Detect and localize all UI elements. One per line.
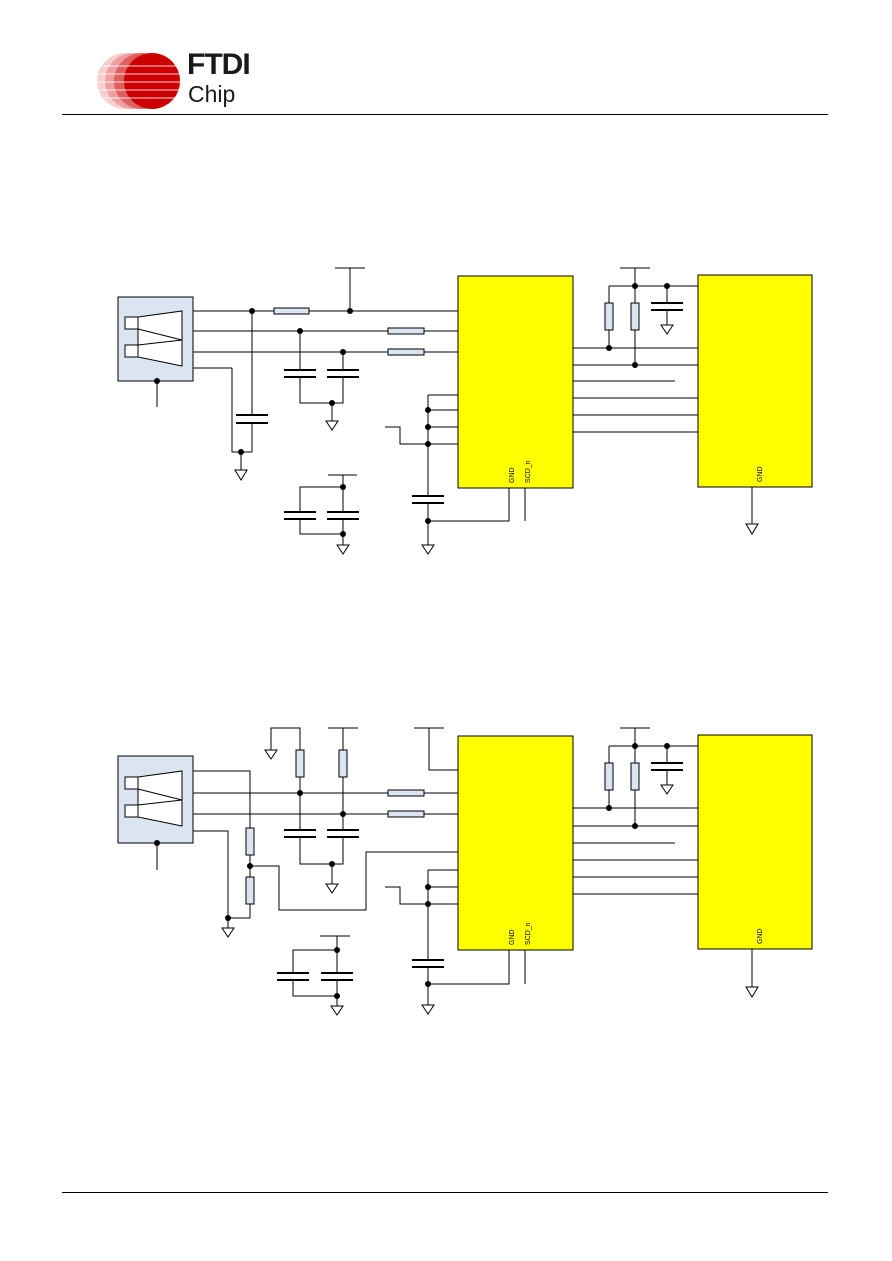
logo-disc-mark xyxy=(97,53,180,109)
resistor xyxy=(387,327,425,335)
logo-text-main: FTDI xyxy=(187,48,251,81)
pin-label-scd: SCD_n xyxy=(525,460,532,483)
ic-left xyxy=(457,735,574,951)
pin-label-scd: SCD_n xyxy=(525,922,532,945)
resistor xyxy=(273,307,310,315)
resistor xyxy=(387,810,425,818)
pin-label-gnd: GND xyxy=(757,928,764,944)
resistor xyxy=(295,749,305,778)
header-rule xyxy=(62,114,828,115)
ftdi-logo xyxy=(97,53,180,109)
footer-rule xyxy=(62,1192,828,1193)
resistor xyxy=(604,762,614,791)
resistor xyxy=(387,348,425,356)
ic-left xyxy=(457,275,574,489)
ic-right xyxy=(697,274,813,488)
resistor xyxy=(630,762,640,791)
resistor xyxy=(338,749,348,778)
pin-label-gnd: GND xyxy=(509,467,516,483)
resistor xyxy=(245,876,255,905)
ic-right xyxy=(697,734,813,950)
pin-label-gnd: GND xyxy=(757,466,764,482)
resistor xyxy=(387,789,425,797)
schematic-1: GND SCD_n GND xyxy=(117,267,813,555)
logo-text-sub: Chip xyxy=(188,81,236,107)
resistor xyxy=(245,827,255,856)
pin-label-gnd: GND xyxy=(509,929,516,945)
